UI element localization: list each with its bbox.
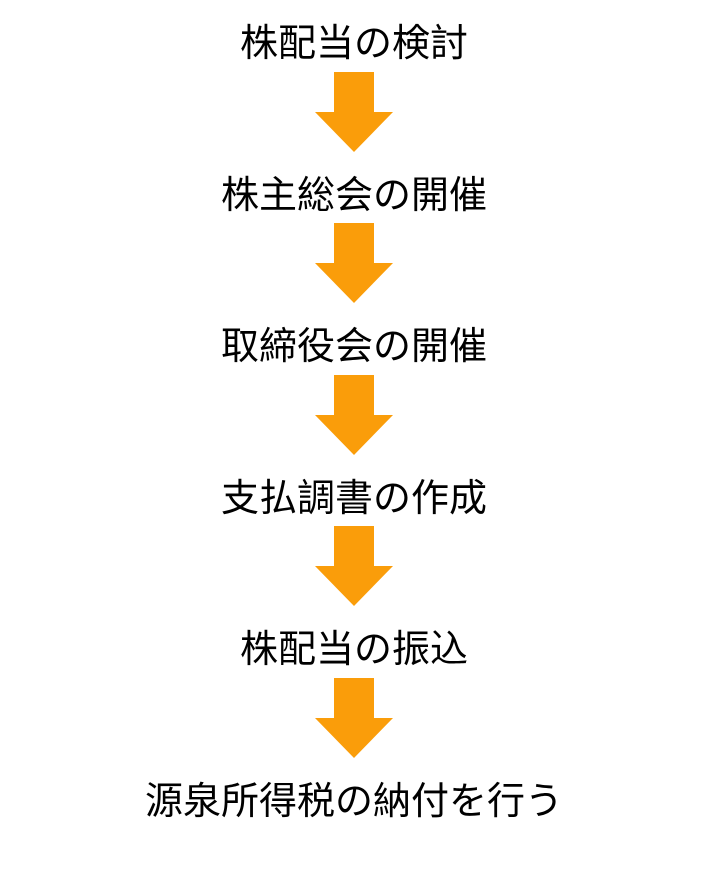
flow-step-5-label: 株配当の振込: [239, 629, 468, 672]
down-arrow-icon: [315, 223, 393, 304]
flow-step-4-label: 支払調書の作成: [220, 477, 487, 520]
down-arrow-icon: [315, 526, 393, 607]
flow-step-1-label: 株配当の検討: [239, 23, 468, 65]
flowchart: 株配当の検討 株主総会の開催 取締役会の開催 支払調書の作成 株配当の振込 源泉…: [144, 23, 563, 823]
down-arrow-icon: [315, 71, 393, 152]
flow-step-6-label: 源泉所得税の納付を行う: [144, 780, 563, 823]
flow-step-3-label: 取締役会の開催: [220, 326, 487, 369]
flow-step-2-label: 株主総会の開催: [220, 174, 487, 217]
down-arrow-icon: [315, 374, 393, 455]
down-arrow-icon: [315, 677, 393, 758]
